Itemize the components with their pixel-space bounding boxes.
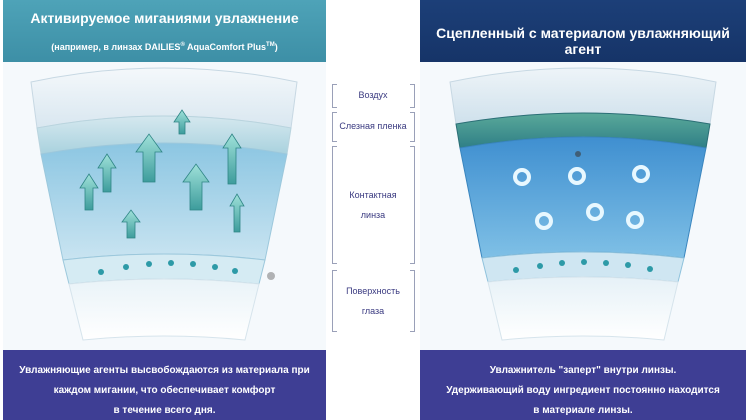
bracket-eye-right bbox=[410, 270, 415, 332]
bound-wetting-agents bbox=[513, 165, 650, 230]
bracket-tear-left bbox=[332, 112, 337, 142]
left-title: Активируемое миганиями увлажнение bbox=[30, 10, 299, 26]
right-footer: Увлажнитель "заперт" внутри линзы. Удерж… bbox=[420, 350, 746, 420]
contact-lens-layer bbox=[459, 136, 707, 259]
up-arrow-icon bbox=[222, 133, 242, 185]
up-arrow-icon bbox=[135, 133, 163, 183]
cell-dot bbox=[212, 264, 218, 270]
label-air: Воздух bbox=[358, 90, 388, 100]
left-panel: Активируемое миганиями увлажнение (напри… bbox=[3, 0, 326, 420]
cell-dot bbox=[513, 267, 519, 273]
right-footer-line-1: Увлажнитель "заперт" внутри линзы. bbox=[489, 365, 677, 376]
right-diagram bbox=[420, 62, 746, 350]
right-footer-line-2: Удерживающий воду ингредиент постоянно н… bbox=[446, 385, 720, 396]
left-footer-line-3: в течение всего дня. bbox=[113, 405, 216, 416]
moisture-arrows bbox=[79, 109, 245, 239]
label-eye-surface-1: Поверхность bbox=[346, 286, 400, 296]
eye-surface bbox=[487, 276, 679, 341]
ring-icon bbox=[535, 212, 553, 230]
cell-dot bbox=[559, 260, 565, 266]
left-lens-illustration bbox=[3, 62, 326, 350]
ring-icon bbox=[626, 211, 644, 229]
cell-dot bbox=[581, 259, 587, 265]
cell-dot bbox=[146, 261, 152, 267]
bracket-lens-left bbox=[332, 146, 337, 264]
left-subtitle: (например, в линзах DAILIES® AquaComfort… bbox=[3, 42, 326, 52]
left-footer-line-2: каждом мигании, что обеспечивает комфорт bbox=[53, 385, 276, 396]
cell-dot bbox=[98, 269, 104, 275]
label-eye-surface-2: глаза bbox=[361, 306, 385, 316]
layer-legend: Воздух Слезная пленка Контактная линза П… bbox=[326, 0, 420, 420]
left-subtitle-prefix: (например, в линзах DAILIES bbox=[51, 42, 181, 52]
cell-dot bbox=[625, 262, 631, 268]
eye-surface bbox=[68, 278, 260, 341]
right-title: Сцепленный с материалом увлажняющий аген… bbox=[436, 25, 730, 57]
up-arrow-icon bbox=[79, 173, 99, 211]
up-arrow-icon bbox=[229, 193, 245, 233]
cell-dot bbox=[190, 261, 196, 267]
ring-icon bbox=[632, 165, 650, 183]
bracket-tear-right bbox=[410, 112, 415, 142]
trademark-mark: TM bbox=[266, 42, 275, 48]
right-panel: Сцепленный с материалом увлажняющий аген… bbox=[420, 0, 746, 420]
left-subtitle-end: ) bbox=[274, 42, 278, 52]
cell-dot bbox=[603, 260, 609, 266]
up-arrow-icon bbox=[97, 153, 117, 193]
ring-icon bbox=[586, 203, 604, 221]
left-footer-line-1: Увлажняющие агенты высвобождаются из мат… bbox=[19, 365, 310, 376]
cell-dot bbox=[647, 266, 653, 272]
speck bbox=[575, 151, 581, 157]
registered-mark: ® bbox=[180, 42, 185, 48]
up-arrow-icon bbox=[173, 109, 191, 135]
up-arrow-icon bbox=[121, 209, 141, 239]
bracket-air-right bbox=[410, 84, 415, 108]
contact-lens-layer bbox=[40, 142, 288, 261]
right-lens-illustration bbox=[420, 62, 746, 350]
right-footer-line-3: в материале линзы. bbox=[533, 405, 633, 416]
cell-dot bbox=[232, 268, 238, 274]
label-contact-lens-1: Контактная bbox=[349, 190, 397, 200]
label-tear-film: Слезная пленка bbox=[339, 121, 407, 131]
speck bbox=[267, 272, 275, 280]
cell-dot bbox=[537, 263, 543, 269]
label-contact-lens-2: линза bbox=[360, 210, 386, 220]
left-header: Активируемое миганиями увлажнение (напри… bbox=[3, 0, 326, 62]
left-subtitle-brand: AquaComfort Plus bbox=[184, 42, 267, 52]
up-arrow-icon bbox=[182, 163, 210, 211]
bracket-air-left bbox=[332, 84, 337, 108]
ring-icon bbox=[513, 168, 531, 186]
left-footer: Увлажняющие агенты высвобождаются из мат… bbox=[3, 350, 326, 420]
cell-dot bbox=[168, 260, 174, 266]
bracket-eye-left bbox=[332, 270, 337, 332]
ring-icon bbox=[568, 167, 586, 185]
right-header: Сцепленный с материалом увлажняющий аген… bbox=[420, 0, 746, 62]
cell-dot bbox=[123, 264, 129, 270]
left-diagram bbox=[3, 62, 326, 350]
bracket-lens-right bbox=[410, 146, 415, 264]
